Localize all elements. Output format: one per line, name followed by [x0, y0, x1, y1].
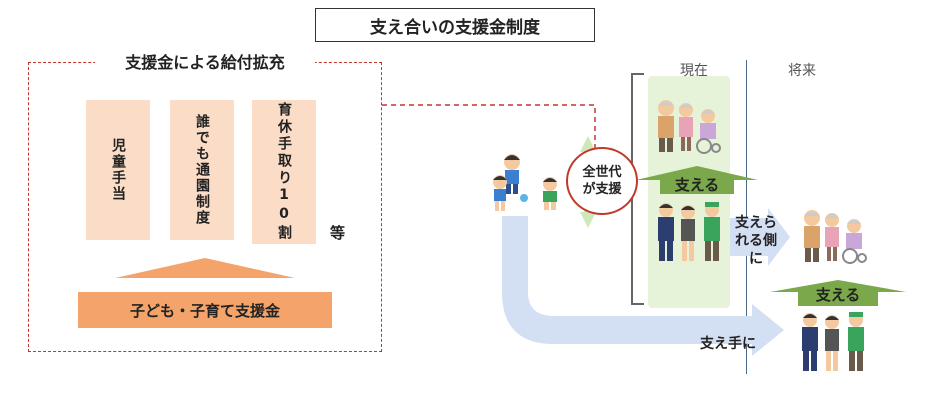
- become-supporter-label: 支え手に: [700, 336, 756, 352]
- benefit-expansion-heading: 支援金による給付拡充: [95, 48, 315, 74]
- card-daycare-system: 誰でも通園制度: [170, 100, 234, 240]
- up-arrow-triangle: [115, 258, 295, 278]
- future-label: 将来: [788, 63, 816, 79]
- connector-line: [382, 104, 596, 152]
- now-label: 現在: [680, 63, 708, 79]
- card-child-allowance: 児童手当: [86, 100, 150, 240]
- all-generations-support-label: 全世代が支援: [582, 165, 622, 197]
- growth-arrow: [502, 216, 784, 356]
- children-illustration: [493, 154, 557, 211]
- time-divider: [746, 60, 747, 374]
- future-workers-illustration: [802, 312, 864, 371]
- supports-now-arrow: [636, 166, 758, 194]
- all-generations-support-badge: 全世代が支援: [566, 147, 638, 215]
- etc-label: 等: [330, 224, 346, 242]
- current-elderly-illustration: [658, 100, 721, 154]
- future-elderly-illustration: [804, 210, 867, 264]
- aging-arrow: [730, 208, 790, 266]
- diagram-title: 支え合いの支援金制度: [315, 8, 595, 42]
- supports-future-label: 支える: [815, 285, 861, 304]
- child-support-fund-bar: 子ども・子育て支援金: [78, 292, 332, 328]
- supports-now-label: 支える: [674, 175, 720, 194]
- card-parental-leave: 育休手取り10割: [252, 100, 316, 244]
- current-workers-illustration: [658, 202, 720, 261]
- supports-future-arrow: [770, 280, 906, 306]
- supported-side-label: 支えられる側に: [735, 215, 777, 267]
